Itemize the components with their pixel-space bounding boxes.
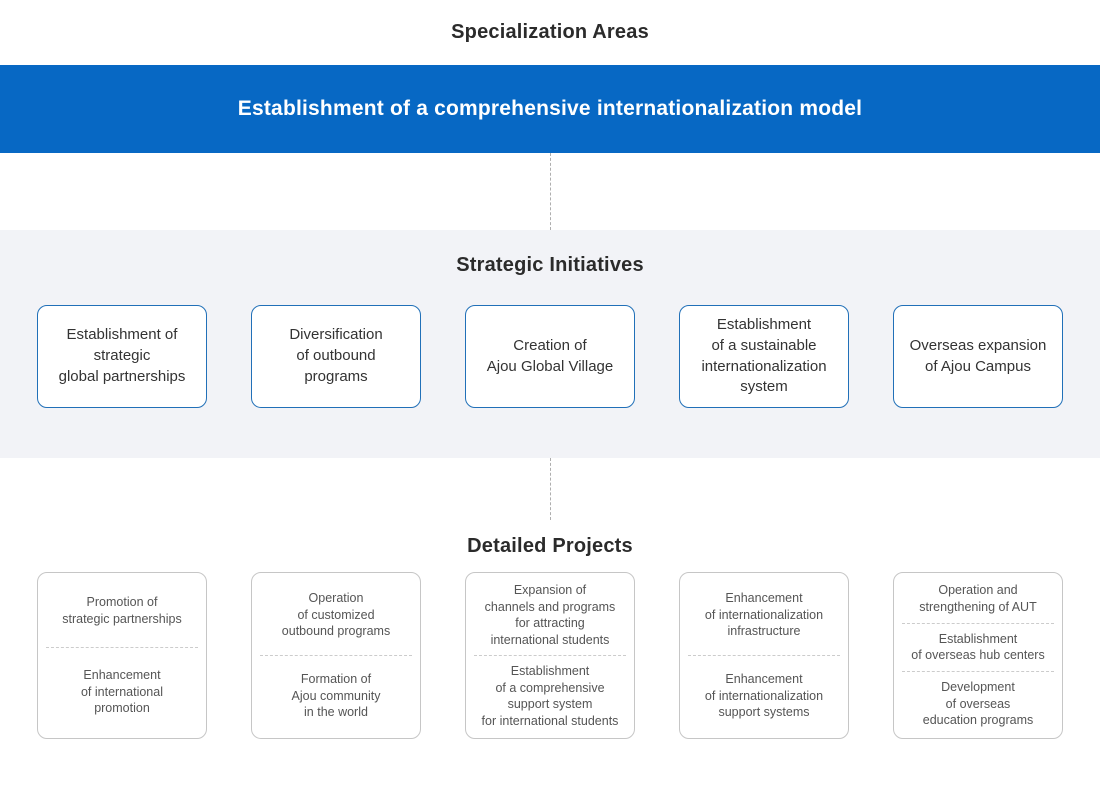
detailed-box-3: Expansion of channels and programs for a… <box>465 572 635 739</box>
dashed-divider <box>688 655 840 656</box>
strategic-box-5-label: Overseas expansion of Ajou Campus <box>909 336 1047 375</box>
connector-line-top <box>549 153 551 230</box>
detailed-box-2-item-1-label: Operation of customized outbound program… <box>281 591 391 639</box>
detailed-box-4-item-1: Enhancement of internationalization infr… <box>680 575 848 655</box>
dashed-divider <box>902 671 1054 672</box>
strategic-boxes-row: Establishment of strategic global partne… <box>37 305 1063 408</box>
detailed-box-3-item-2-label: Establishment of a comprehensive support… <box>481 664 619 728</box>
strategic-box-1-label: Establishment of strategic global partne… <box>58 326 186 385</box>
detailed-box-5-item-3: Development of overseas education progra… <box>894 672 1062 736</box>
detailed-box-3-item-1-label: Expansion of channels and programs for a… <box>484 583 616 647</box>
detailed-box-5-item-1: Operation and strengthening of AUT <box>894 575 1062 623</box>
detailed-box-1: Promotion of strategic partnerships Enha… <box>37 572 207 739</box>
connector-line-bottom <box>549 458 551 520</box>
dashed-divider <box>474 655 626 656</box>
detailed-box-4-item-2: Enhancement of internationalization supp… <box>680 656 848 736</box>
detailed-box-4-item-2-label: Enhancement of internationalization supp… <box>704 672 824 720</box>
detailed-box-1-item-1: Promotion of strategic partnerships <box>38 575 206 647</box>
detailed-box-5-item-3-label: Development of overseas education progra… <box>922 680 1034 728</box>
detailed-boxes-row: Promotion of strategic partnerships Enha… <box>37 572 1063 739</box>
detailed-box-4: Enhancement of internationalization infr… <box>679 572 849 739</box>
strategic-initiatives-section: Strategic Initiatives Establishment of s… <box>0 230 1100 458</box>
detailed-projects-heading: Detailed Projects <box>467 534 633 557</box>
dashed-divider <box>260 655 412 656</box>
strategic-box-2: Diversification of outbound programs <box>251 305 421 408</box>
detailed-box-1-item-2: Enhancement of international promotion <box>38 648 206 736</box>
detailed-box-3-item-1: Expansion of channels and programs for a… <box>466 575 634 655</box>
page-title: Specialization Areas <box>451 21 649 43</box>
strategic-box-3: Creation of Ajou Global Village <box>465 305 635 408</box>
detailed-box-5-item-2-label: Establishment of overseas hub centers <box>911 631 1045 663</box>
detailed-box-2-item-2: Formation of Ajou community in the world <box>252 656 420 736</box>
detailed-box-5: Operation and strengthening of AUT Estab… <box>893 572 1063 739</box>
detailed-box-5-item-2: Establishment of overseas hub centers <box>894 624 1062 672</box>
strategic-box-5: Overseas expansion of Ajou Campus <box>893 305 1063 408</box>
strategic-box-4: Establishment of a sustainable internati… <box>679 305 849 408</box>
detailed-box-4-item-1-label: Enhancement of internationalization infr… <box>704 591 824 639</box>
strategic-box-1: Establishment of strategic global partne… <box>37 305 207 408</box>
detailed-projects-heading-wrap: Detailed Projects <box>0 520 1100 572</box>
specialization-banner-label: Establishment of a comprehensive interna… <box>237 97 863 120</box>
strategic-initiatives-heading: Strategic Initiatives <box>456 254 644 276</box>
strategic-box-3-label: Creation of Ajou Global Village <box>486 336 614 375</box>
dashed-divider <box>46 646 198 648</box>
detailed-box-5-item-1-label: Operation and strengthening of AUT <box>919 583 1037 614</box>
strategic-box-4-label: Establishment of a sustainable internati… <box>701 316 827 396</box>
strategic-box-2-label: Diversification of outbound programs <box>289 326 383 385</box>
detailed-box-2-item-1: Operation of customized outbound program… <box>252 575 420 655</box>
detailed-box-2: Operation of customized outbound program… <box>251 572 421 739</box>
detailed-box-1-item-1-label: Promotion of strategic partnerships <box>62 595 182 626</box>
specialization-banner: Establishment of a comprehensive interna… <box>0 65 1100 153</box>
detailed-box-1-item-2-label: Enhancement of international promotion <box>80 668 163 716</box>
dashed-divider <box>902 622 1054 624</box>
detailed-box-3-item-2: Establishment of a comprehensive support… <box>466 656 634 736</box>
detailed-box-2-item-2-label: Formation of Ajou community in the world <box>291 672 381 720</box>
